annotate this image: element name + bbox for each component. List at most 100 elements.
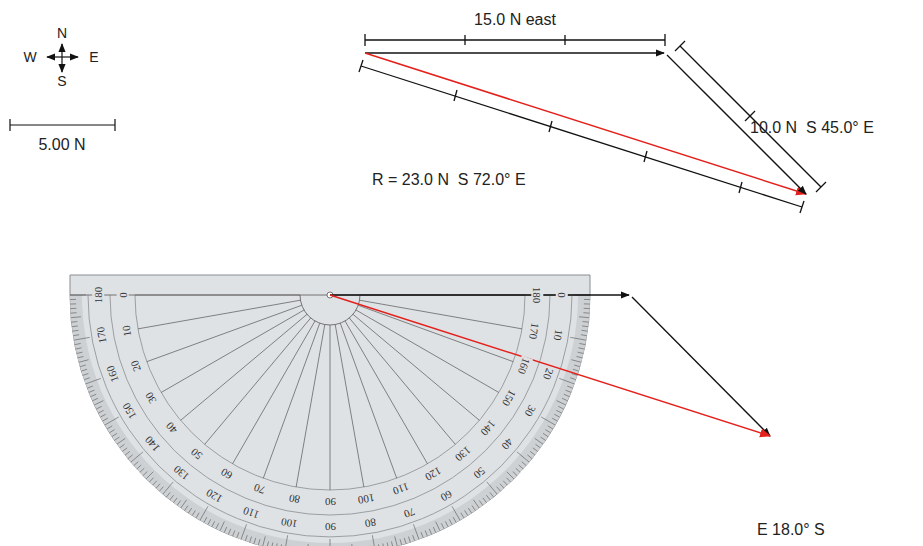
protractor-tick xyxy=(570,337,586,340)
resultant-label: R = 23.0 N S 72.0° E xyxy=(372,171,526,189)
compass-letter: N xyxy=(57,26,67,41)
scale-bar xyxy=(10,119,115,131)
protractor-tick xyxy=(436,522,440,531)
compass-rose xyxy=(47,44,78,72)
angle-label: E 18.0° S xyxy=(757,521,825,539)
compass-letter: E xyxy=(89,50,98,65)
protractor-tick xyxy=(473,500,479,508)
protractor-tick xyxy=(79,360,89,363)
protractor-tick xyxy=(208,519,211,524)
protractor-tick xyxy=(263,536,266,546)
protractor-tick xyxy=(228,529,230,535)
protractor-tick xyxy=(241,524,246,539)
protractor-tick xyxy=(170,495,174,500)
protractor-tick xyxy=(387,542,388,546)
protractor-tick xyxy=(581,334,587,336)
protractor-tick xyxy=(80,365,86,367)
protractor-tick xyxy=(188,508,191,513)
protractor xyxy=(70,275,590,546)
protractor-tick xyxy=(570,378,576,380)
protractor-number: 0 xyxy=(117,291,129,299)
protractor-tick xyxy=(125,451,130,455)
protractor-tick xyxy=(564,394,570,396)
protractor-tick xyxy=(70,299,76,300)
protractor-tick xyxy=(174,498,178,503)
protractor-tick xyxy=(503,481,507,485)
protractor-tick xyxy=(163,482,173,494)
scale-label: 5.00 N xyxy=(38,136,85,154)
protractor-tick xyxy=(372,535,375,546)
protractor-tick xyxy=(400,539,402,545)
protractor-tick xyxy=(429,529,431,535)
protractor-tick xyxy=(212,521,215,526)
protractor-tick xyxy=(527,455,532,459)
protractor-tick xyxy=(408,537,410,543)
protractor-tick xyxy=(577,352,583,353)
protractor-tick xyxy=(105,417,119,425)
protractor-tick xyxy=(421,532,423,538)
protractor-tick xyxy=(87,386,93,388)
protractor-tick xyxy=(224,527,226,532)
protractor-tick xyxy=(192,510,195,515)
protractor-tick xyxy=(237,532,239,538)
protractor-tick xyxy=(75,343,81,344)
protractor-tick xyxy=(465,510,468,515)
protractor-tick xyxy=(351,544,353,546)
protractor-tick xyxy=(535,438,543,444)
protractor-tick xyxy=(533,448,538,452)
protractor-tick xyxy=(70,303,76,304)
protractor-tick xyxy=(558,406,563,409)
protractor-tick xyxy=(552,418,557,421)
protractor-tick xyxy=(83,373,89,375)
protractor-ray xyxy=(358,305,513,361)
protractor-tick xyxy=(250,537,252,543)
protractor-tick xyxy=(98,410,103,413)
protractor-tick xyxy=(573,369,579,371)
protractor-tick xyxy=(566,390,572,392)
protractor-tick xyxy=(100,414,105,417)
protractor-tick xyxy=(507,472,514,479)
protractor-tick xyxy=(522,462,527,466)
protractor-tick xyxy=(280,544,281,546)
protractor-tick xyxy=(233,531,235,537)
protractor-tick xyxy=(146,472,153,479)
protractor-tick xyxy=(70,295,86,296)
protractor-tick xyxy=(81,369,87,371)
protractor-tick xyxy=(391,541,392,546)
vectors-on-protractor xyxy=(330,295,770,436)
protractor-tick xyxy=(517,452,529,462)
protractor-number: 90 xyxy=(324,521,337,533)
protractor-tick xyxy=(554,414,559,417)
protractor-tick xyxy=(461,513,464,518)
protractor-tick xyxy=(128,455,133,459)
protractor-tick xyxy=(557,401,566,405)
protractor-tick xyxy=(576,356,582,357)
protractor-number: 80 xyxy=(287,492,302,506)
protractor-tick xyxy=(84,378,90,380)
protractor-tick xyxy=(452,506,460,520)
protractor-tick xyxy=(110,430,115,433)
protractor-tick xyxy=(285,535,288,546)
protractor-tick xyxy=(131,452,143,462)
protractor-tick xyxy=(258,539,260,545)
protractor-tick xyxy=(571,360,581,363)
protractor-ray xyxy=(330,325,331,490)
protractor-ray xyxy=(138,300,300,329)
protractor-number: 180 xyxy=(92,286,104,305)
protractor-tick xyxy=(76,348,82,349)
protractor-number: 170 xyxy=(526,321,541,341)
protractor-tick xyxy=(254,538,256,544)
protractor-tick xyxy=(378,544,379,546)
protractor-tick xyxy=(535,444,540,448)
protractor-tick xyxy=(177,500,181,505)
protractor-tick xyxy=(137,465,141,469)
protractor-tick xyxy=(117,438,125,444)
protractor-tick xyxy=(545,430,550,433)
protractor-tick xyxy=(330,539,331,546)
protractor-tick xyxy=(73,334,79,336)
protractor-tick xyxy=(200,506,208,520)
protractor-tick xyxy=(567,386,573,388)
protractor-tick xyxy=(584,303,590,304)
protractor-ray xyxy=(161,310,304,393)
